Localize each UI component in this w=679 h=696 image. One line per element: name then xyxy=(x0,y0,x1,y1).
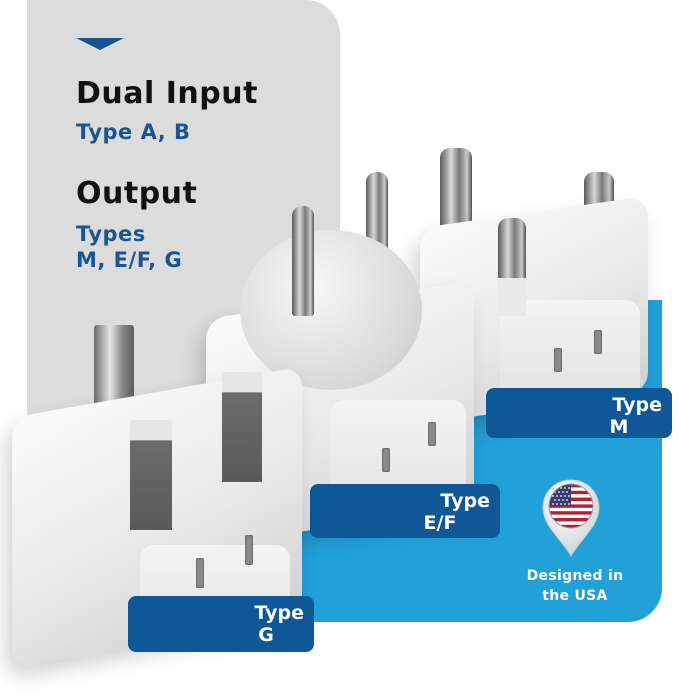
blade-live xyxy=(130,420,172,530)
pin-left xyxy=(498,218,526,280)
badge-type-m: Type M xyxy=(486,388,672,438)
blade-neutral xyxy=(222,372,262,482)
badge-type-g: Type G xyxy=(128,596,314,652)
us-flag-location-pin-icon xyxy=(542,479,600,558)
chevron-down-icon xyxy=(76,38,124,50)
schuko-socket xyxy=(240,230,422,390)
designed-in-usa-label: Designed in the USA xyxy=(526,568,624,604)
badge-type-ef: Type E/F xyxy=(310,484,500,538)
pin-left xyxy=(292,206,314,316)
input-types: Type A, B xyxy=(76,120,191,144)
output-heading: Output xyxy=(76,176,198,211)
output-types-line2: M, E/F, G xyxy=(76,248,183,272)
input-heading: Dual Input xyxy=(76,76,258,111)
output-types-line1: Types xyxy=(76,222,146,246)
